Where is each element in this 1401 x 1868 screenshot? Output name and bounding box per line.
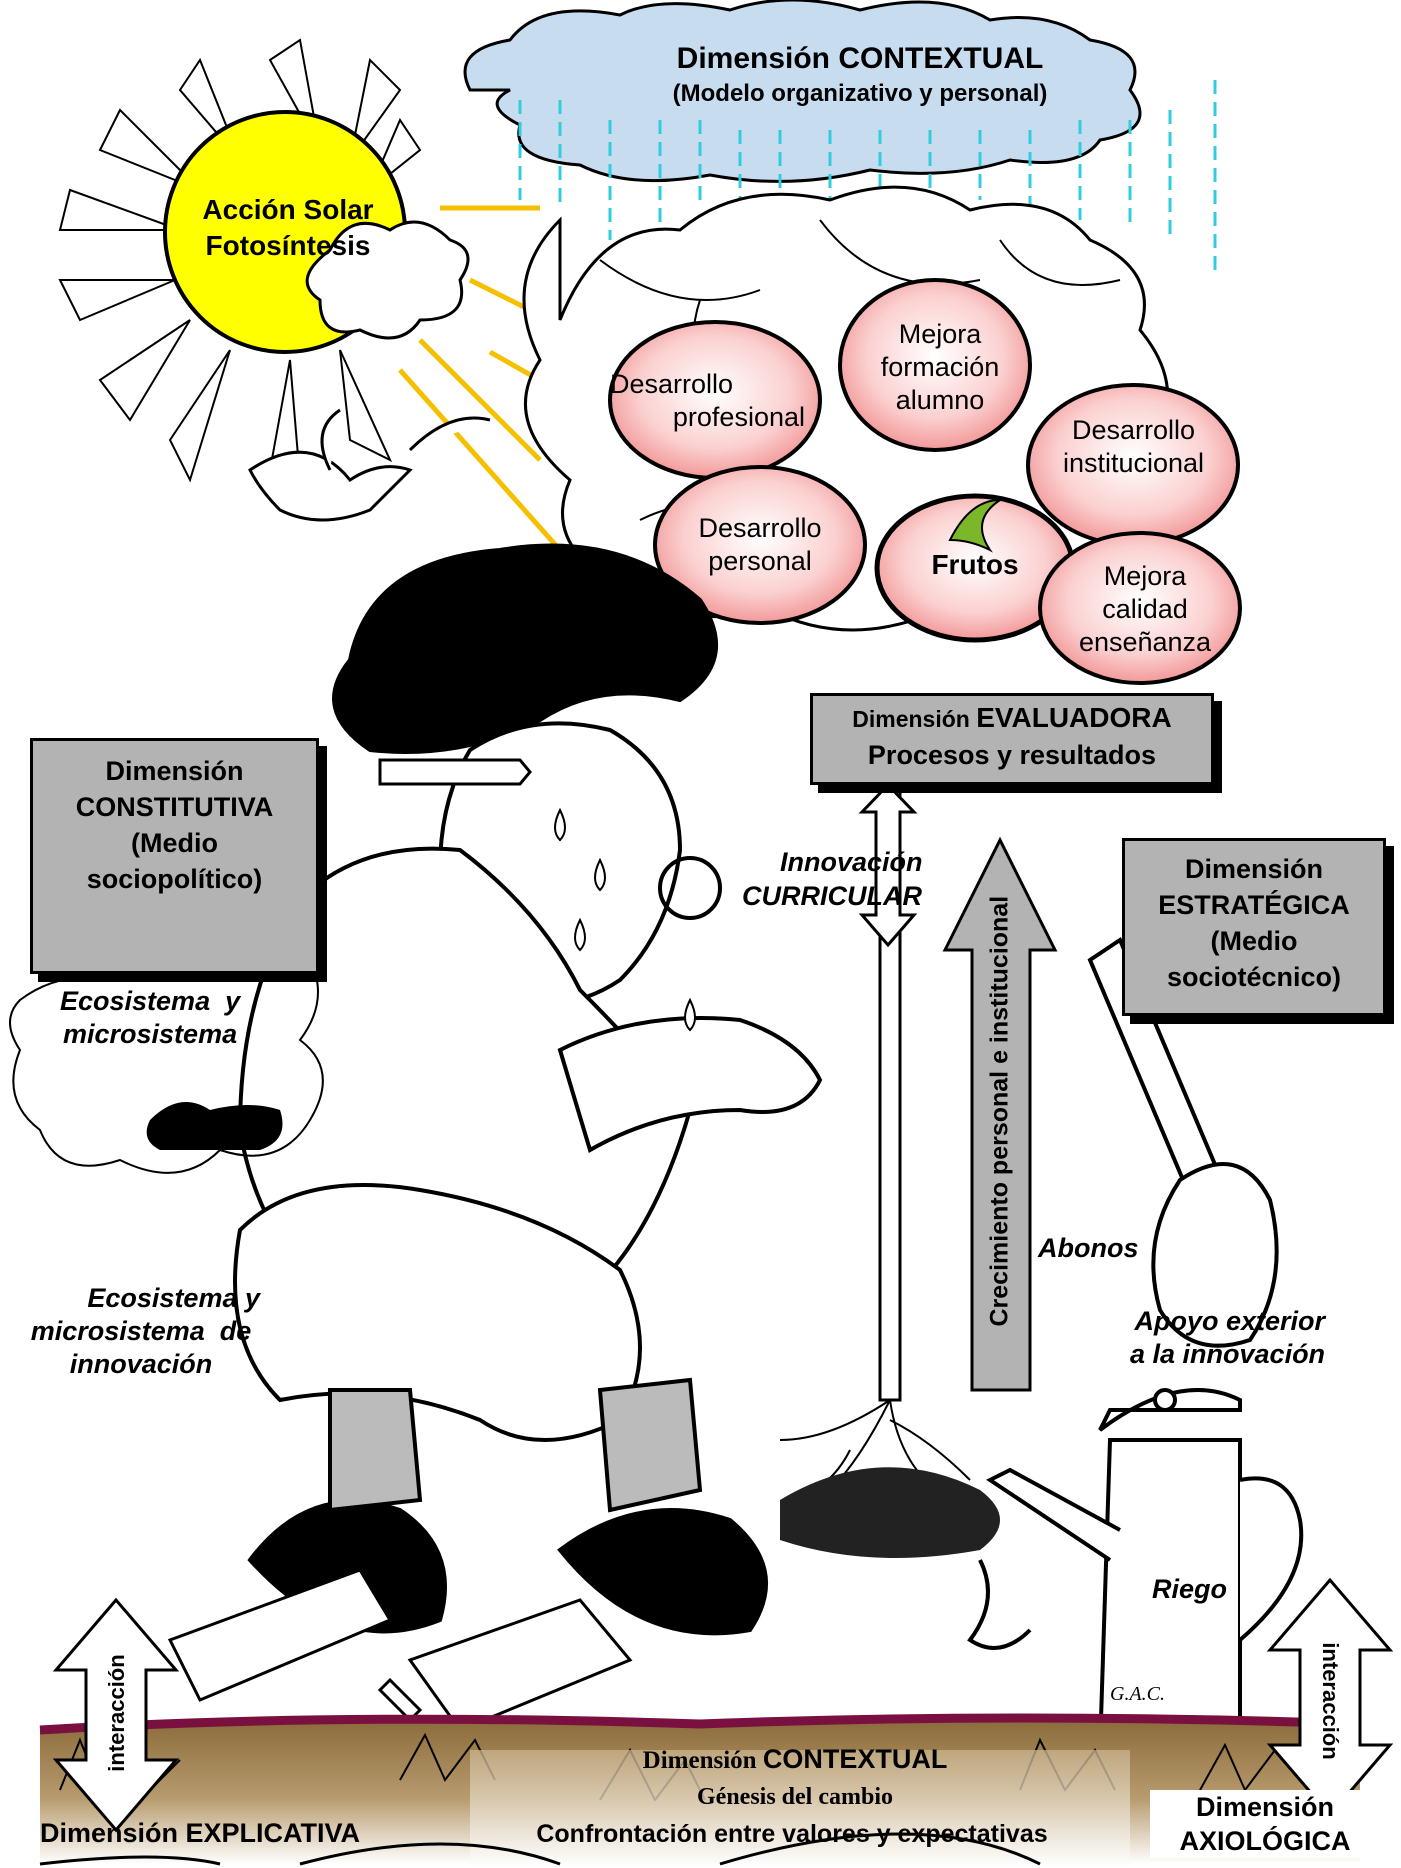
label-interaccion-right: interacción (1317, 1636, 1343, 1766)
ground-dimension-contextual: Dimensión CONTEXTUAL (560, 1744, 1030, 1775)
fruit-line: profesional (605, 401, 805, 434)
soil-mound (780, 1467, 1000, 1558)
box-text: Dimensión (852, 706, 976, 732)
box-evaluadora-line2: Procesos y resultados (813, 737, 1211, 773)
label-line: microsistema de (10, 1315, 272, 1348)
sun-label: Acción Solar Fotosíntesis (178, 192, 398, 264)
ground-text: CONTEXTUAL (763, 1744, 948, 1774)
fruit-line: Desarrollo (605, 368, 805, 401)
fruit-line: calidad (1060, 593, 1230, 626)
fruit-line: alumno (850, 384, 1030, 417)
label-curricular: CURRICULAR (742, 880, 922, 913)
label-dimension-axiologica: Dimensión AXIOLÓGICA (1150, 1790, 1380, 1858)
box-estrategica: Dimensión ESTRATÉGICA (Medio sociotécnic… (1122, 838, 1386, 1016)
context-cloud-label: Dimensión CONTEXTUAL (Modelo organizativ… (560, 42, 1160, 108)
fruit-line: enseñanza (1060, 626, 1230, 659)
label-interaccion-left: interacción (104, 1648, 130, 1778)
box-text: ESTRATÉGICA (1125, 887, 1383, 923)
fruit-line: institucional (1036, 447, 1231, 480)
fruit-frutos: Frutos (890, 548, 1060, 581)
label-ecosistema-1: Ecosistema y microsistema (60, 985, 240, 1051)
label-ecosistema-2: Ecosistema y microsistema de innovación (10, 1282, 272, 1381)
fruit-line: Desarrollo (1036, 414, 1231, 447)
fruit-line: Mejora (850, 318, 1030, 351)
label-riego: Riego (1152, 1573, 1227, 1606)
fruit-mejora-formacion: Mejora formación alumno (850, 318, 1030, 417)
cloud-subtitle: (Modelo organizativo y personal) (560, 80, 1160, 108)
box-text: Dimensión (1125, 851, 1383, 887)
label-line: Ecosistema y (10, 1282, 272, 1315)
fruit-desarrollo-profesional: Desarrollo profesional (605, 368, 805, 434)
ground-text: Dimensión (643, 1747, 763, 1774)
box-constitutiva: Dimensión CONSTITUTIVA (Medio sociopolít… (30, 738, 319, 974)
fruit-desarrollo-institucional: Desarrollo institucional (1036, 414, 1231, 480)
label-line: Ecosistema y (60, 985, 240, 1018)
sun-line2: Fotosíntesis (178, 228, 398, 264)
sun-line1: Acción Solar (178, 192, 398, 228)
box-text: Dimensión (33, 753, 316, 789)
box-evaluadora-line1: Dimensión EVALUADORA (813, 700, 1211, 737)
fruit-line: Desarrollo (660, 512, 860, 545)
label-innovacion: Innovación (780, 846, 923, 879)
ground-confrontacion: Confrontación entre valores y expectativ… (452, 1820, 1132, 1849)
box-text: EVALUADORA (976, 702, 1171, 733)
label-dimension-explicativa: Dimensión EXPLICATIVA (30, 1818, 460, 1849)
ground-genesis: Génesis del cambio (580, 1784, 1010, 1811)
box-text: (Medio (1125, 923, 1383, 959)
label-abonos: Abonos (1038, 1232, 1139, 1265)
label-line: a la innovación (1130, 1338, 1325, 1371)
label-line: AXIOLÓGICA (1150, 1824, 1380, 1858)
fruit-mejora-calidad: Mejora calidad enseñanza (1060, 560, 1230, 659)
label-line: Apoyo exterior (1130, 1305, 1325, 1338)
box-text: sociopolítico) (33, 861, 316, 897)
cloud-title: Dimensión CONTEXTUAL (560, 42, 1160, 76)
label-line: Dimensión (1150, 1790, 1380, 1824)
fruit-line: personal (660, 545, 860, 578)
fruit-line: formación (850, 351, 1030, 384)
box-text: sociotécnico) (1125, 959, 1383, 995)
worm-icon (970, 1560, 1030, 1648)
artist-signature: G.A.C. (1110, 1683, 1165, 1705)
small-ecosystem-icon (147, 1102, 283, 1150)
label-line: microsistema (60, 1018, 240, 1051)
box-evaluadora: Dimensión EVALUADORA Procesos y resultad… (810, 693, 1214, 785)
box-text: CONSTITUTIVA (33, 789, 316, 825)
fruit-desarrollo-personal: Desarrollo personal (660, 512, 860, 578)
label-crecimiento: Crecimiento personal e institucional (986, 907, 1015, 1327)
box-text: (Medio (33, 825, 316, 861)
label-line: innovación (10, 1348, 272, 1381)
fruit-line: Mejora (1060, 560, 1230, 593)
label-apoyo: Apoyo exterior a la innovación (1130, 1305, 1325, 1371)
pencil-icon (380, 760, 530, 784)
